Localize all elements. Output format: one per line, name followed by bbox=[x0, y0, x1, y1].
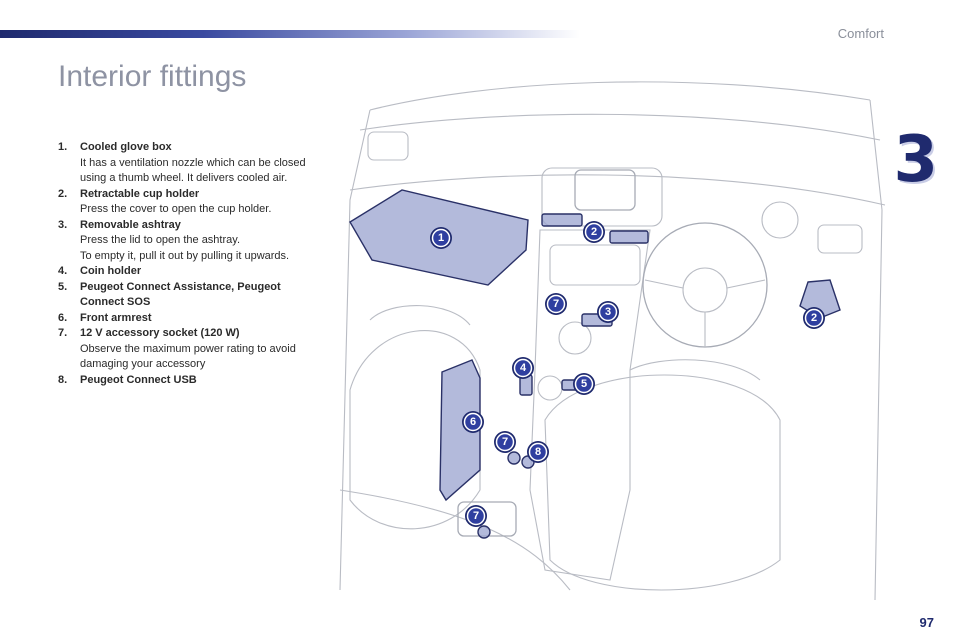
callout-label: 7 bbox=[473, 510, 479, 522]
callout-marker-8: 8 bbox=[527, 441, 549, 463]
item-number: 4. bbox=[58, 265, 68, 277]
callout-marker-3: 3 bbox=[597, 301, 619, 323]
callout-label: 2 bbox=[811, 312, 817, 324]
dashboard-top-line bbox=[359, 113, 881, 141]
callout-marker-6: 6 bbox=[462, 411, 484, 433]
callout-marker-4: 4 bbox=[512, 357, 534, 379]
chapter-number: 3 bbox=[893, 123, 938, 197]
door-line-left bbox=[339, 109, 371, 591]
item-description-extra: To empty it, pull it out by pulling it u… bbox=[80, 249, 290, 262]
callout-label: 5 bbox=[581, 378, 587, 390]
steering-spokes bbox=[644, 279, 766, 347]
callout-label: 7 bbox=[553, 298, 559, 310]
dashboard-lower-line bbox=[349, 174, 886, 206]
item-number: 3. bbox=[58, 218, 68, 231]
door-line-right bbox=[869, 99, 883, 601]
list-item: 7. 12 V accessory socket (120 W) Observe… bbox=[58, 326, 326, 373]
callout-marker-2-right: 2 bbox=[803, 307, 825, 329]
passenger-headrest bbox=[369, 305, 471, 326]
item-label: Peugeot Connect Assistance, Peugeot Conn… bbox=[80, 280, 281, 309]
item-label: Cooled glove box bbox=[80, 141, 172, 153]
interior-illustration: 1 2 2 3 4 5 6 7 7 7 8 bbox=[339, 81, 886, 601]
callout-marker-7-rear: 7 bbox=[465, 505, 487, 527]
item-number: 5. bbox=[58, 280, 68, 293]
cup-holder-highlight-center bbox=[609, 230, 649, 244]
air-vent-left bbox=[367, 131, 409, 161]
item-number: 1. bbox=[58, 141, 68, 153]
callout-label: 6 bbox=[470, 416, 476, 428]
radio-controls bbox=[549, 244, 641, 286]
steering-hub bbox=[682, 267, 728, 313]
callout-label: 8 bbox=[535, 446, 541, 458]
item-description: Observe the maximum power rating to avoi… bbox=[80, 342, 296, 371]
item-label: Removable ashtray bbox=[80, 218, 181, 231]
armrest-highlight bbox=[439, 359, 481, 502]
item-number: 7. bbox=[58, 327, 68, 339]
list-item: 3. Removable ashtray Press the lid to op… bbox=[58, 218, 326, 265]
item-label: Peugeot Connect USB bbox=[80, 373, 197, 386]
section-title: Comfort bbox=[837, 26, 884, 41]
list-item: 2. Retractable cup holder Press the cove… bbox=[58, 187, 326, 218]
callout-marker-7-top: 7 bbox=[545, 293, 567, 315]
callout-marker-1: 1 bbox=[430, 227, 452, 249]
callout-marker-5: 5 bbox=[573, 373, 595, 395]
page-number: 97 bbox=[919, 615, 934, 630]
item-label: Retractable cup holder bbox=[80, 187, 200, 200]
callout-label: 1 bbox=[438, 232, 444, 244]
item-description: Press the lid to open the ashtray. bbox=[80, 234, 240, 246]
center-console bbox=[529, 229, 651, 581]
list-item: 6. Front armrest bbox=[58, 311, 326, 327]
driver-headrest bbox=[629, 359, 761, 381]
item-number: 2. bbox=[58, 187, 68, 200]
list-item: 8. Peugeot Connect USB bbox=[58, 373, 326, 389]
callout-label: 2 bbox=[591, 226, 597, 238]
cup-holder-highlight-left bbox=[541, 213, 583, 227]
page-title: Interior fittings bbox=[58, 60, 247, 93]
driver-seat bbox=[544, 374, 781, 591]
passenger-seat bbox=[349, 330, 481, 530]
gear-lever bbox=[558, 321, 592, 355]
fittings-list: 1. Cooled glove box It has a ventilation… bbox=[58, 140, 326, 388]
rear-socket-highlight bbox=[477, 525, 491, 539]
item-number: 8. bbox=[58, 373, 68, 386]
item-label: Front armrest bbox=[80, 311, 152, 324]
callout-label: 4 bbox=[520, 362, 527, 374]
floor-line bbox=[339, 489, 571, 591]
item-description: Press the cover to open the cup holder. bbox=[80, 203, 272, 215]
air-vent-right bbox=[817, 224, 863, 254]
item-label: Coin holder bbox=[80, 265, 142, 277]
central-screen bbox=[574, 169, 636, 211]
list-item: 1. Cooled glove box It has a ventilation… bbox=[58, 140, 326, 187]
windscreen-line bbox=[369, 81, 871, 111]
control-dial bbox=[537, 375, 563, 401]
callout-marker-7-mid: 7 bbox=[494, 431, 516, 453]
header-accent-bar bbox=[0, 30, 580, 38]
list-item: 4. Coin holder bbox=[58, 264, 326, 280]
list-item: 5. Peugeot Connect Assistance, Peugeot C… bbox=[58, 280, 326, 311]
item-description: It has a ventilation nozzle which can be… bbox=[80, 156, 306, 185]
callout-label: 7 bbox=[502, 436, 508, 448]
item-number: 6. bbox=[58, 311, 68, 324]
socket-highlight bbox=[507, 451, 521, 465]
instrument-dial bbox=[761, 201, 799, 239]
callout-label: 3 bbox=[605, 306, 611, 318]
item-label: 12 V accessory socket (120 W) bbox=[80, 327, 240, 339]
callout-marker-2: 2 bbox=[583, 221, 605, 243]
